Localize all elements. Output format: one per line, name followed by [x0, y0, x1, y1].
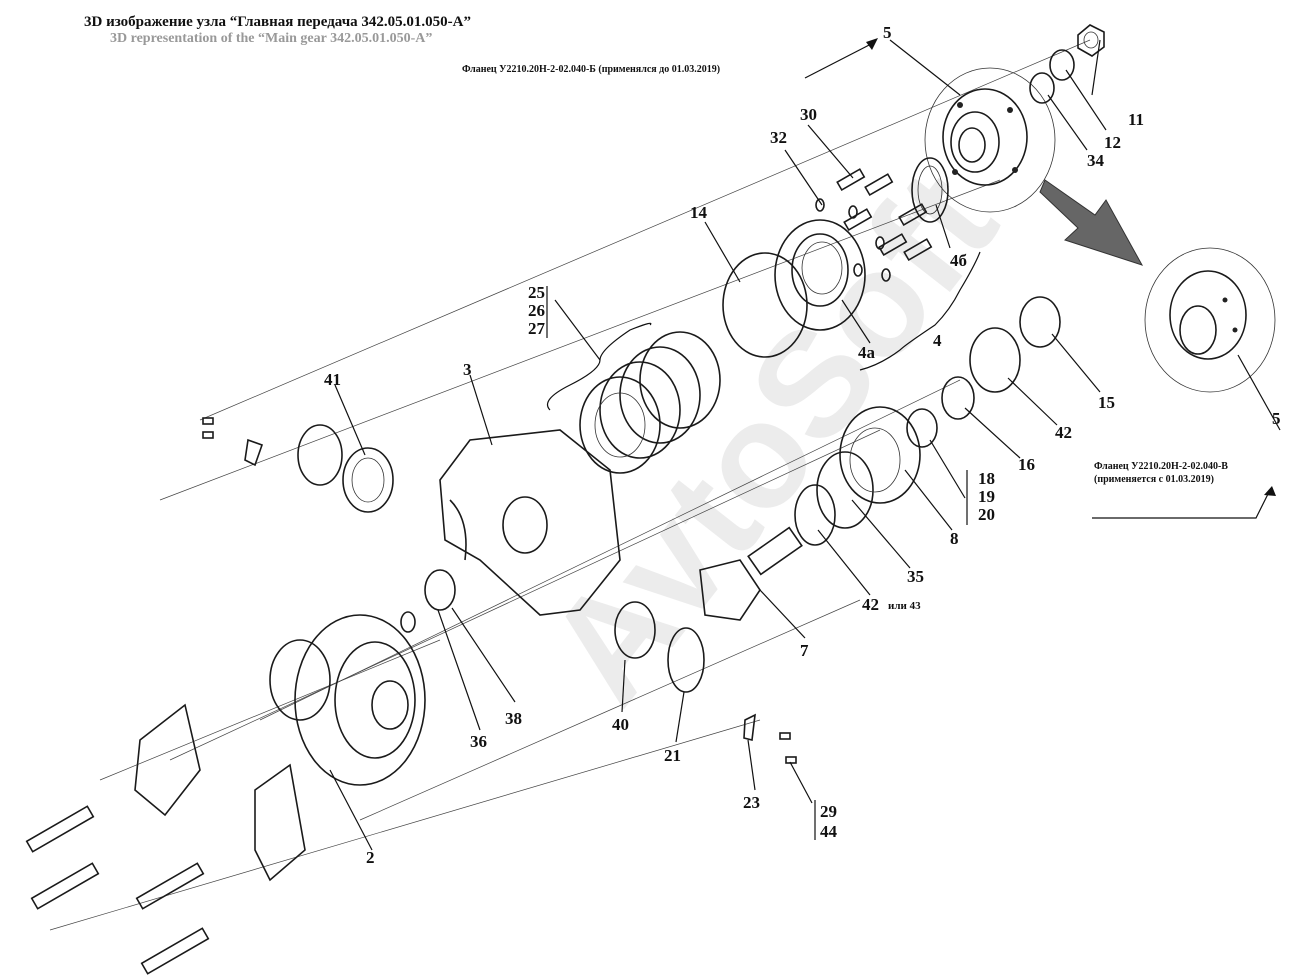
flange-5-upper [924, 67, 1056, 213]
callout-11: 11 [1128, 110, 1144, 129]
callout-2: 2 [366, 848, 375, 867]
callout-40: 40 [612, 715, 629, 734]
pinion-7 [699, 526, 803, 621]
friction-discs [579, 331, 721, 474]
flange-old-note: Фланец У2210.20Н-2-02.040-Б (применялся … [462, 64, 721, 75]
bearing-41 [297, 424, 394, 513]
callout-4b: 4б [950, 251, 967, 270]
housing-3 [439, 429, 621, 616]
flange-new-note-line1: Фланец У2210.20Н-2-02.040-В [1094, 461, 1228, 472]
nut-11 [1077, 24, 1105, 57]
shims-18-20 [906, 408, 938, 448]
cup-21 [667, 627, 705, 693]
callouts: 5 11 12 34 30 32 14 4б 4а 4 25 26 27 15 … [324, 23, 1281, 867]
ring-34 [1029, 72, 1055, 104]
washer-12 [1049, 49, 1075, 81]
callout-38: 38 [505, 709, 522, 728]
callout-16: 16 [1018, 455, 1035, 474]
seal-36-38 [400, 569, 456, 633]
cover-4a [774, 219, 866, 331]
ring-35 [816, 451, 874, 529]
callout-42-lower: 42 [862, 595, 879, 614]
cap-bolts [25, 805, 210, 975]
flange-5-right [1144, 247, 1276, 393]
bolts-30 [836, 168, 933, 262]
callout-27: 27 [528, 319, 546, 338]
cup-8 [839, 406, 921, 504]
bearing-40 [614, 601, 656, 659]
callout-5-right: 5 [1272, 409, 1281, 428]
callout-36: 36 [470, 732, 487, 751]
brace-4 [859, 251, 981, 371]
arrow-icon [1039, 179, 1144, 266]
page-subtitle: 3D representation of the “Main gear 342.… [110, 31, 433, 46]
callout-or-43: или 43 [888, 600, 921, 612]
callout-14: 14 [690, 203, 708, 222]
callout-35: 35 [907, 567, 924, 586]
callout-8: 8 [950, 529, 959, 548]
callout-30: 30 [800, 105, 817, 124]
bearing-42-lower [794, 484, 836, 546]
callout-41: 41 [324, 370, 341, 389]
brace-discs [546, 322, 652, 411]
differential-2 [269, 614, 426, 786]
callout-44: 44 [820, 822, 838, 841]
callout-15: 15 [1098, 393, 1115, 412]
lock-plate-upper [202, 417, 264, 467]
callout-3: 3 [463, 360, 472, 379]
bearing-caps [134, 703, 306, 882]
washers-32 [815, 198, 891, 282]
callout-29: 29 [820, 802, 837, 821]
callout-34: 34 [1087, 151, 1105, 170]
seal-4b [911, 157, 949, 223]
callout-26: 26 [528, 301, 545, 320]
callout-19: 19 [978, 487, 995, 506]
assembly-axes [49, 39, 1091, 931]
callout-12: 12 [1104, 133, 1121, 152]
washer-15 [1019, 296, 1061, 348]
callout-5-top: 5 [883, 23, 892, 42]
callout-18: 18 [978, 469, 995, 488]
callout-25: 25 [528, 283, 545, 302]
callout-7: 7 [800, 641, 809, 660]
spacer-16 [941, 376, 975, 420]
callout-23: 23 [743, 793, 760, 812]
bearing-42-upper [969, 327, 1021, 393]
callout-4: 4 [933, 331, 942, 350]
callout-32: 32 [770, 128, 787, 147]
callout-42-upper: 42 [1055, 423, 1072, 442]
leader-lines [329, 38, 1281, 851]
callout-21: 21 [664, 746, 681, 765]
watermark: AvtoSoft [514, 141, 1028, 732]
flange-new-note-line2: (применяется с 01.03.2019) [1094, 474, 1214, 485]
gasket-14 [722, 252, 808, 358]
callout-20: 20 [978, 505, 995, 524]
callout-4a: 4а [858, 343, 876, 362]
page-title: 3D изображение узла “Главная передача 34… [84, 14, 471, 30]
